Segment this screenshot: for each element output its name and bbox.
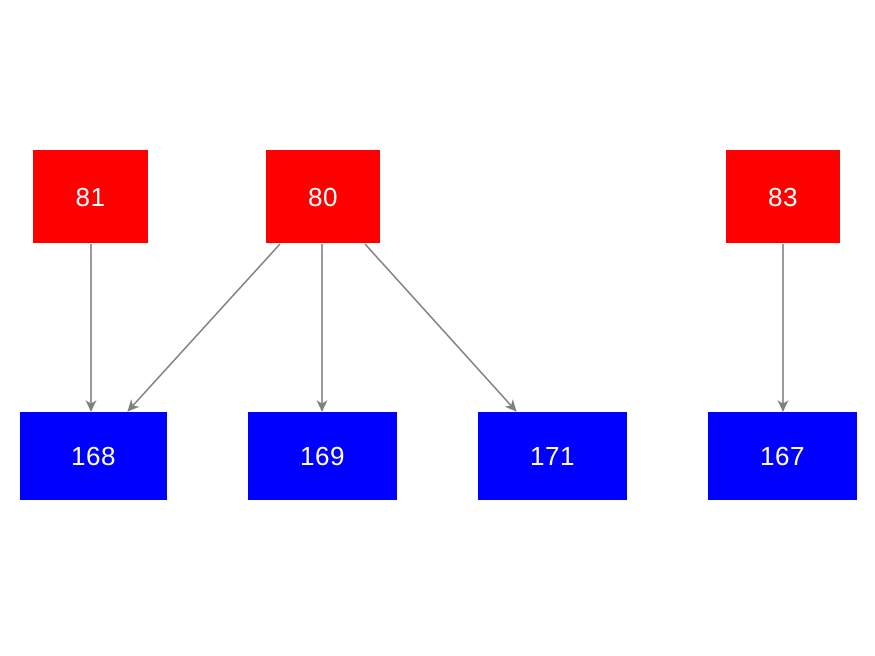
edge-80-to-168 (127, 243, 281, 412)
node-label: 81 (75, 181, 106, 212)
node-81[interactable]: 81 (33, 150, 148, 243)
edge-group (85, 243, 789, 412)
node-label: 168 (71, 441, 116, 471)
node-80[interactable]: 80 (266, 150, 380, 243)
node-label: 167 (760, 441, 805, 471)
node-167[interactable]: 167 (708, 412, 857, 500)
node-83[interactable]: 83 (726, 150, 840, 243)
node-169[interactable]: 169 (248, 412, 397, 500)
node-171[interactable]: 171 (478, 412, 627, 500)
node-label: 83 (768, 181, 798, 212)
edge-80-to-171 (364, 243, 517, 412)
node-label: 80 (308, 181, 338, 212)
node-label: 171 (530, 441, 575, 471)
node-168[interactable]: 168 (20, 412, 167, 500)
node-label: 169 (300, 441, 345, 471)
